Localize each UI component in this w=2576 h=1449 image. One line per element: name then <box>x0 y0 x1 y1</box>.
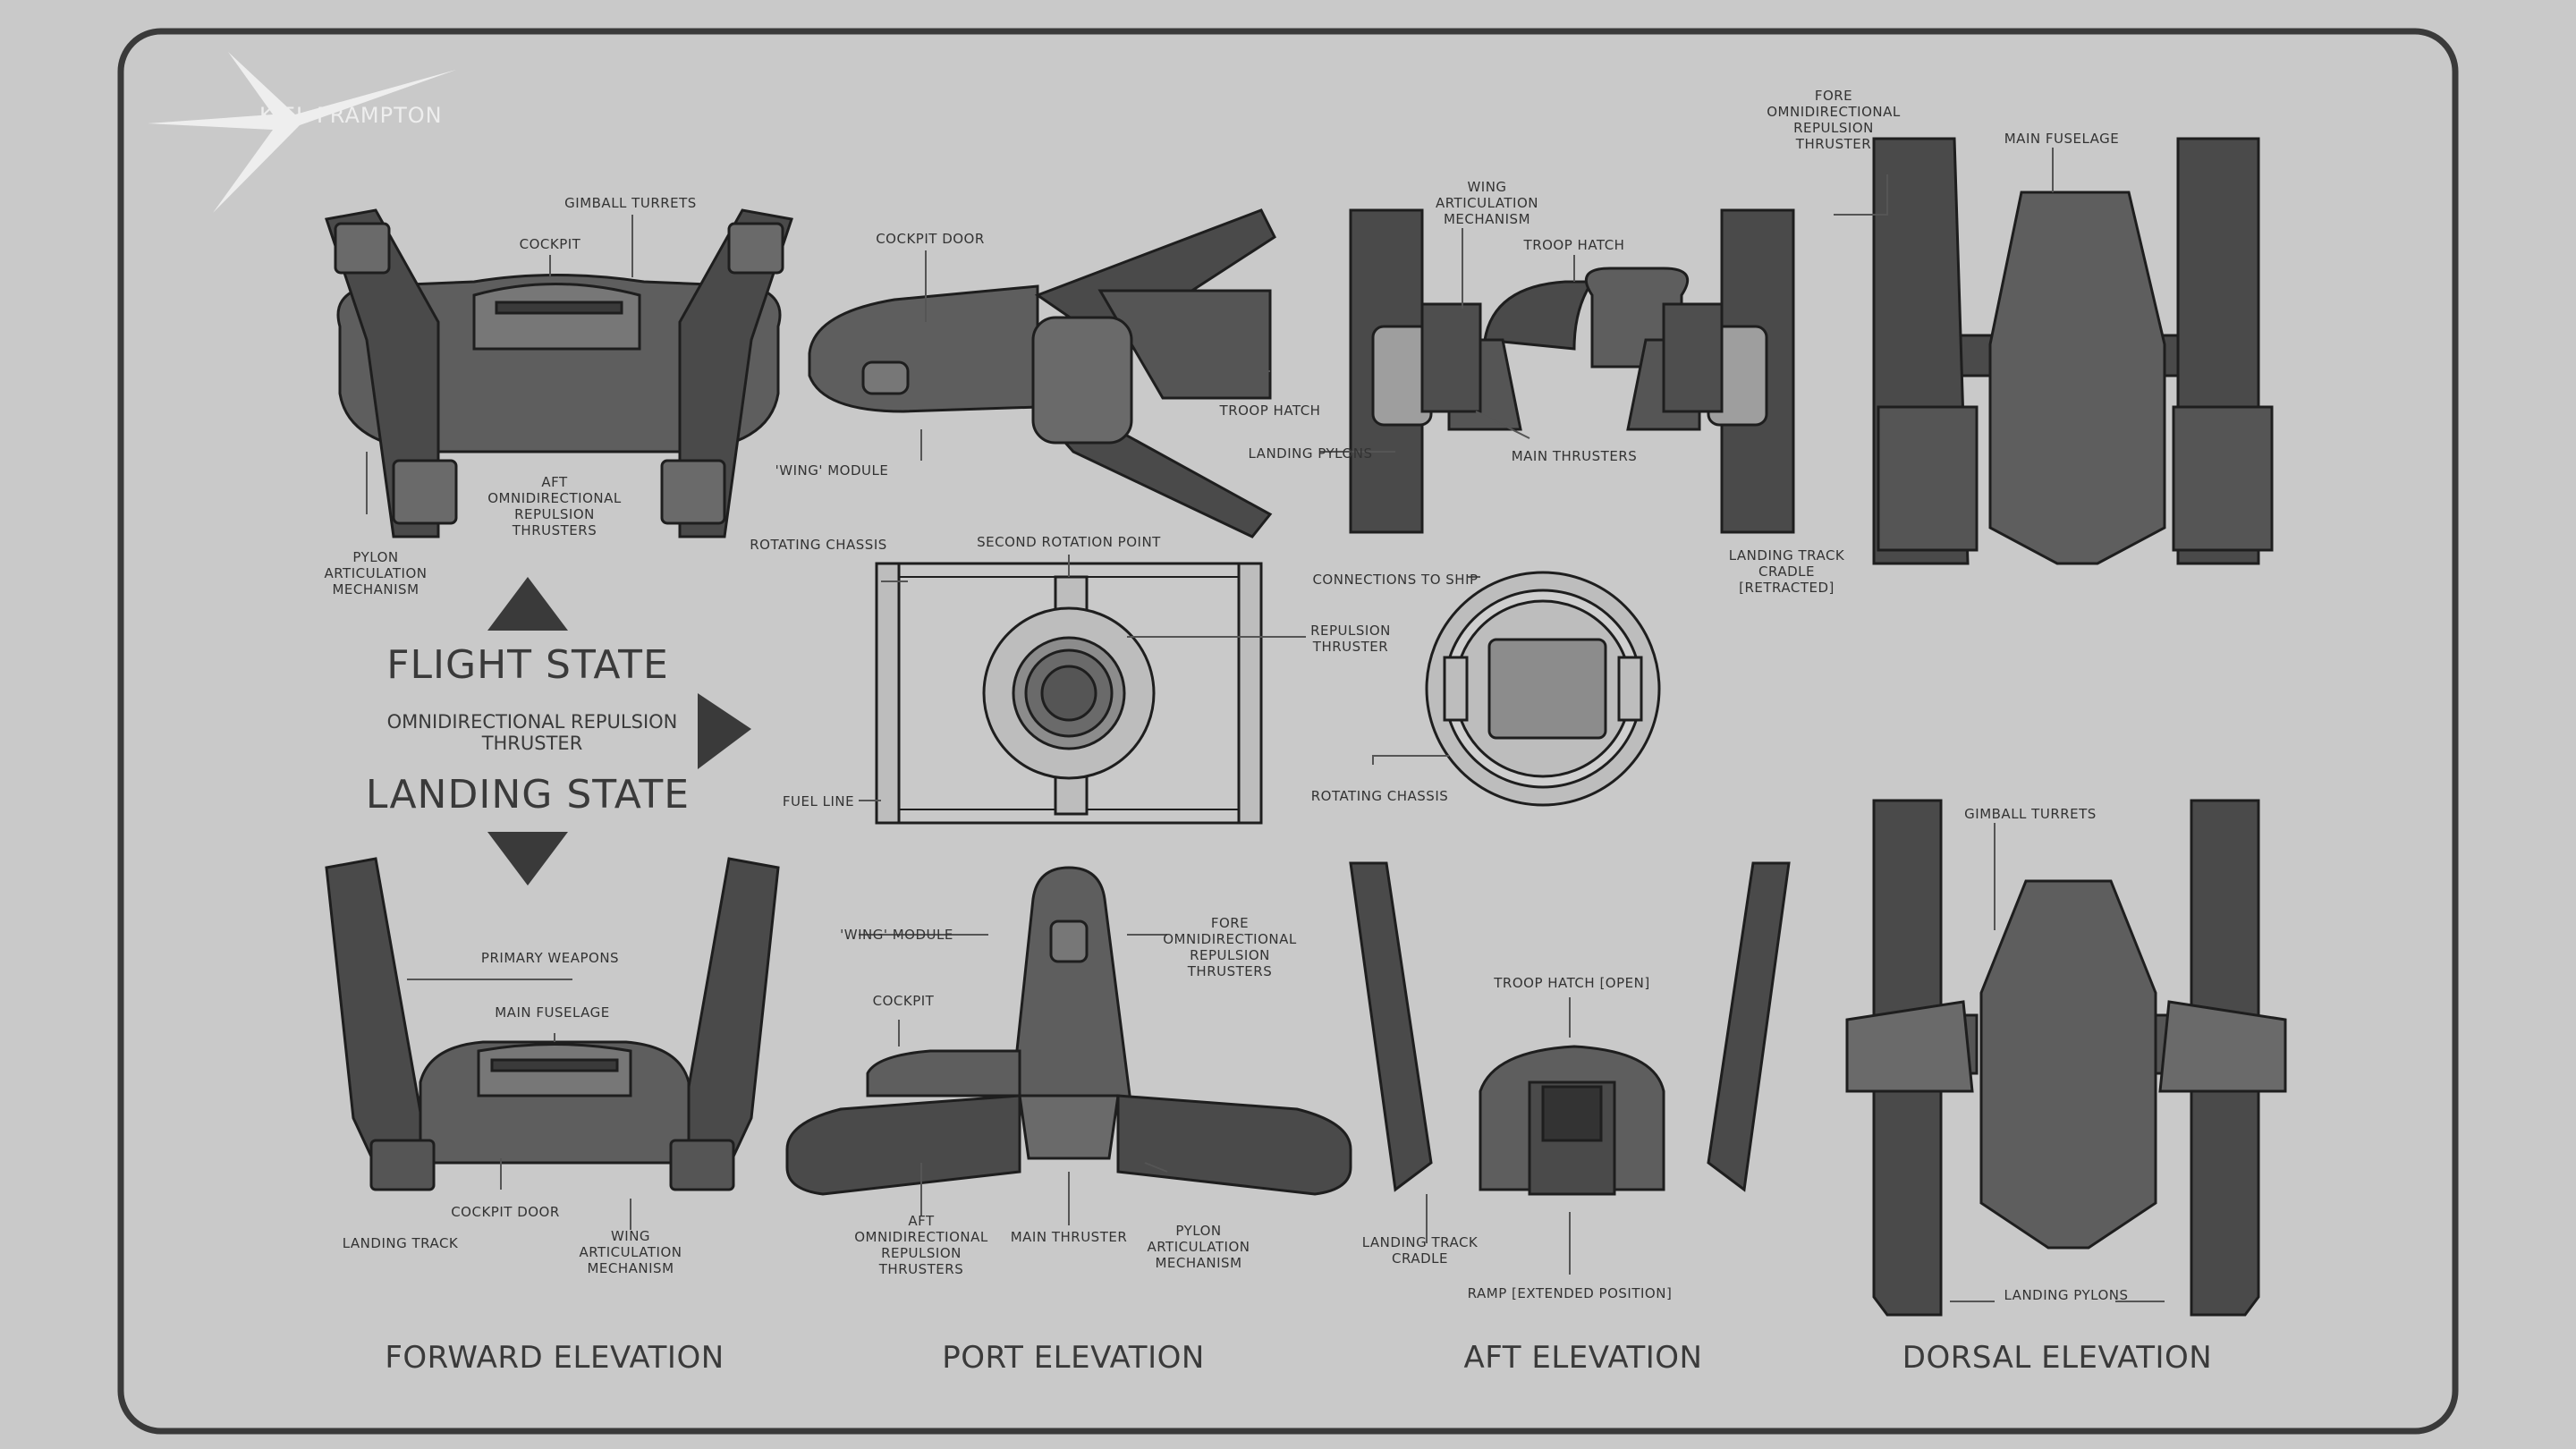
blade-star-logo-icon <box>148 52 456 213</box>
troop-hatch-aft-label: TROOP HATCH <box>1523 237 1625 253</box>
aft-landing-drawing <box>1349 861 1791 1196</box>
brand-name: KIEL FRAMPTON <box>259 103 443 128</box>
landing-cradle-aft-label: LANDING TRACK CRADLE <box>1361 1234 1479 1267</box>
triangle-down-icon <box>487 832 568 886</box>
repulsion-thruster-label: REPULSION THRUSTER <box>1310 623 1391 655</box>
thruster-chassis-drawing <box>875 562 1263 825</box>
wing-module-port-label: 'WING' MODULE <box>840 927 953 943</box>
troop-hatch-label: TROOP HATCH <box>1219 402 1321 419</box>
ramp-label: RAMP [EXTENDED POSITION] <box>1467 1285 1673 1301</box>
forward-elevation-title: FORWARD ELEVATION <box>385 1340 724 1376</box>
primary-weapons-label: PRIMARY WEAPONS <box>480 950 620 966</box>
troop-hatch-open-label: TROOP HATCH [OPEN] <box>1494 975 1650 991</box>
wing-mech-label: WING ARTICULATION MECHANISM <box>1435 179 1539 227</box>
thruster-title-label: OMNIDIRECTIONAL REPULSION THRUSTER <box>386 711 678 755</box>
dorsal-flight-drawing <box>1872 137 2274 565</box>
wing-module-label: 'WING' MODULE <box>775 462 889 479</box>
triangle-right-icon <box>698 693 751 769</box>
panel-frame <box>117 28 2459 1435</box>
pylon-mech-port-label: PYLON ARTICULATION MECHANISM <box>1147 1223 1250 1271</box>
landing-track-label: LANDING TRACK <box>342 1235 459 1251</box>
fore-thruster-label: FORE OMNIDIRECTIONAL REPULSION THRUSTER <box>1767 88 1901 152</box>
gimbal-turrets-dorsal-label: GIMBALL TURRETS <box>1964 806 2097 822</box>
landing-pylons-label: LANDING PYLONS <box>1248 445 1373 462</box>
flight-state-label: FLIGHT STATE <box>386 642 669 688</box>
aft-thrusters-port-label: AFT OMNIDIRECTIONAL REPULSION THRUSTERS <box>854 1213 988 1277</box>
port-elevation-title: PORT ELEVATION <box>942 1340 1205 1376</box>
landing-state-label: LANDING STATE <box>365 772 691 818</box>
gimbal-turrets-label: GIMBALL TURRETS <box>564 195 697 211</box>
cockpit-door-label: COCKPIT DOOR <box>876 231 985 247</box>
main-fuselage-fwd-label: MAIN FUSELAGE <box>495 1004 610 1021</box>
rotating-chassis-label: ROTATING CHASSIS <box>750 537 887 553</box>
second-rotation-label: SECOND ROTATION POINT <box>977 534 1161 550</box>
main-thruster-label: MAIN THRUSTER <box>1010 1229 1128 1245</box>
port-landing-drawing <box>785 866 1352 1196</box>
landing-pylons-dorsal-label: LANDING PYLONS <box>2004 1287 2129 1303</box>
main-fuselage-label: MAIN FUSELAGE <box>2004 131 2120 147</box>
dorsal-elevation-title: DORSAL ELEVATION <box>1902 1340 2213 1376</box>
forward-landing-drawing <box>325 857 780 1191</box>
dorsal-landing-drawing <box>1845 799 2287 1317</box>
triangle-up-icon <box>487 577 568 631</box>
cockpit-port-label: COCKPIT <box>872 993 935 1009</box>
main-thrusters-label: MAIN THRUSTERS <box>1511 448 1638 464</box>
fuel-line-label: FUEL LINE <box>782 793 855 809</box>
landing-cradle-label: LANDING TRACK CRADLE [RETRACTED] <box>1728 547 1845 596</box>
thruster-ring-drawing <box>1425 571 1661 807</box>
aft-elevation-title: AFT ELEVATION <box>1463 1340 1703 1376</box>
pylon-mech-label: PYLON ARTICULATION MECHANISM <box>324 549 428 597</box>
cockpit-label: COCKPIT <box>519 236 581 252</box>
wing-mech-fwd-label: WING ARTICULATION MECHANISM <box>579 1228 682 1276</box>
fore-thrusters-label: FORE OMNIDIRECTIONAL REPULSION THRUSTERS <box>1163 915 1297 979</box>
aft-flight-drawing <box>1349 208 1795 534</box>
port-flight-drawing <box>808 208 1276 538</box>
cockpit-door-fwd-label: COCKPIT DOOR <box>451 1204 560 1220</box>
leader-lines <box>366 148 2165 1302</box>
connections-label: CONNECTIONS TO SHIP <box>1312 572 1479 588</box>
aft-thrusters-label: AFT OMNIDIRECTIONAL REPULSION THRUSTERS <box>487 474 622 538</box>
rotating-chassis-2-label: ROTATING CHASSIS <box>1310 788 1449 804</box>
forward-flight-drawing <box>325 208 793 538</box>
